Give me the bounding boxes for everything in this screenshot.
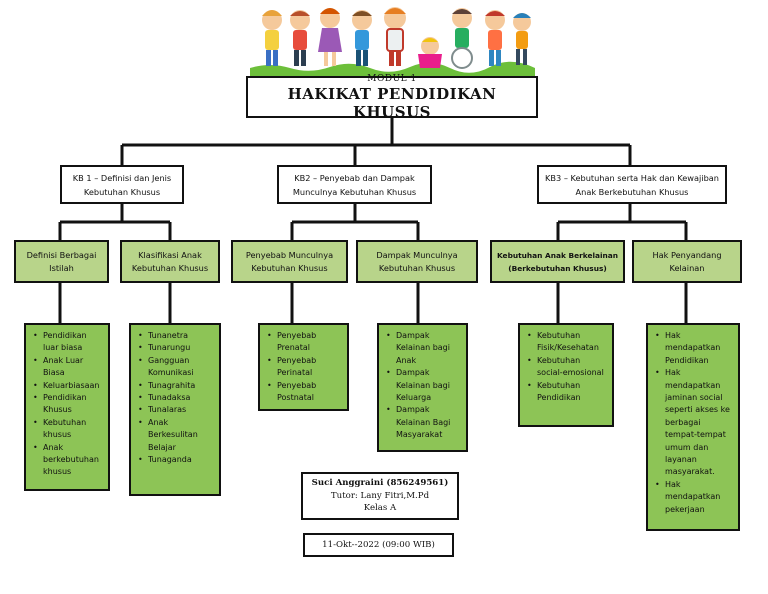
- detail-list: Tunanetra Tunarungu Gangguan Komunikasi …: [137, 330, 215, 467]
- list-item: Penyebab Perinatal: [266, 355, 343, 380]
- detail-list: Penyebab Prenatal Penyebab Perinatal Pen…: [266, 330, 343, 404]
- module-number: MODUL 1: [367, 73, 417, 84]
- list-item: Anak Luar Biasa: [32, 355, 104, 380]
- subtopic-dampak: Dampak Munculnya Kebutuhan Khusus: [356, 240, 478, 283]
- list-item: Gangguan Komunikasi: [137, 355, 215, 380]
- tutor-name: Tutor: Lany Fitri,M.Pd: [330, 490, 430, 501]
- author-name: Suci Anggraini (856249561): [311, 478, 449, 489]
- kb2-label: KB2 – Penyebab dan Dampak Munculnya Kebu…: [292, 172, 417, 197]
- list-item: Dampak Kelainan bagi Anak: [385, 330, 462, 367]
- list-item: Hak mendapatkan pekerjaan: [654, 479, 734, 516]
- list-item: Keluarbiasaan: [32, 380, 104, 393]
- author-info-box: Suci Anggraini (856249561) Tutor: Lany F…: [301, 472, 459, 520]
- detail-dampak: Dampak Kelainan bagi Anak Dampak Kelaina…: [377, 323, 468, 452]
- subtopic-label: Definisi Berbagai Istilah: [26, 249, 97, 273]
- kb1-label: KB 1 – Definisi dan Jenis Kebutuhan Khus…: [72, 172, 172, 197]
- list-item: Kebutuhan khusus: [32, 417, 104, 442]
- list-item: Hak mendapatkan jaminan social seperti a…: [654, 367, 734, 479]
- detail-kebutuhan-anak: Kebutuhan Fisik/Kesehatan Kebutuhan soci…: [518, 323, 614, 427]
- subtopic-label: Kebutuhan Anak Berkelainan (Berkebutuhan…: [496, 250, 619, 273]
- kb2-box: KB2 – Penyebab dan Dampak Munculnya Kebu…: [277, 165, 432, 204]
- list-item: Tunarungu: [137, 342, 215, 355]
- subtopic-penyebab: Penyebab Munculnya Kebutuhan Khusus: [231, 240, 348, 283]
- subtopic-klasifikasi: Klasifikasi Anak Kebutuhan Khusus: [120, 240, 220, 283]
- class-label: Kelas A: [363, 503, 397, 514]
- module-title-box: MODUL 1 HAKIKAT PENDIDIKAN KHUSUS: [246, 73, 538, 121]
- list-item: Anak berkebutuhan khusus: [32, 442, 104, 479]
- detail-list: Kebutuhan Fisik/Kesehatan Kebutuhan soci…: [526, 330, 608, 404]
- list-item: Kebutuhan Pendidikan: [526, 380, 608, 405]
- kb3-box: KB3 – Kebutuhan serta Hak dan Kewajiban …: [537, 165, 727, 204]
- detail-penyebab: Penyebab Prenatal Penyebab Perinatal Pen…: [258, 323, 349, 411]
- list-item: Pendidikan Khusus: [32, 392, 104, 417]
- list-item: Tunaganda: [137, 454, 215, 467]
- subtopic-label: Dampak Munculnya Kebutuhan Khusus: [376, 249, 458, 273]
- date-box: 11-Okt--2022 (09:00 WIB): [303, 533, 454, 557]
- list-item: Tunagrahita: [137, 380, 215, 393]
- list-item: Tunadaksa: [137, 392, 215, 405]
- detail-list: Hak mendapatkan Pendidikan Hak mendapatk…: [654, 330, 734, 516]
- list-item: Hak mendapatkan Pendidikan: [654, 330, 734, 367]
- module-title: HAKIKAT PENDIDIKAN KHUSUS: [287, 84, 497, 121]
- list-item: Dampak Kelainan bagi Keluarga: [385, 367, 462, 404]
- subtopic-label: Hak Penyandang Kelainan: [652, 249, 722, 273]
- kb1-box: KB 1 – Definisi dan Jenis Kebutuhan Khus…: [60, 165, 184, 204]
- subtopic-definisi: Definisi Berbagai Istilah: [14, 240, 109, 283]
- subtopic-hak: Hak Penyandang Kelainan: [632, 240, 742, 283]
- detail-klasifikasi: Tunanetra Tunarungu Gangguan Komunikasi …: [129, 323, 221, 496]
- list-item: Penyebab Postnatal: [266, 380, 343, 405]
- list-item: Kebutuhan Fisik/Kesehatan: [526, 330, 608, 355]
- detail-definisi: Pendidikan luar biasa Anak Luar Biasa Ke…: [24, 323, 110, 491]
- detail-list: Pendidikan luar biasa Anak Luar Biasa Ke…: [32, 330, 104, 479]
- list-item: Pendidikan luar biasa: [32, 330, 104, 355]
- subtopic-kebutuhan-anak: Kebutuhan Anak Berkelainan (Berkebutuhan…: [490, 240, 625, 283]
- kb3-label: KB3 – Kebutuhan serta Hak dan Kewajiban …: [545, 172, 719, 197]
- list-item: Anak Berkesulitan Belajar: [137, 417, 215, 454]
- list-item: Kebutuhan social-emosional: [526, 355, 608, 380]
- subtopic-label: Penyebab Munculnya Kebutuhan Khusus: [245, 249, 334, 273]
- subtopic-label: Klasifikasi Anak Kebutuhan Khusus: [131, 249, 209, 273]
- children-illustration-icon: [250, 7, 535, 76]
- detail-hak: Hak mendapatkan Pendidikan Hak mendapatk…: [646, 323, 740, 531]
- list-item: Dampak Kelainan Bagi Masyarakat: [385, 404, 462, 441]
- detail-list: Dampak Kelainan bagi Anak Dampak Kelaina…: [385, 330, 462, 442]
- list-item: Penyebab Prenatal: [266, 330, 343, 355]
- date-label: 11-Okt--2022 (09:00 WIB): [322, 540, 435, 550]
- list-item: Tunanetra: [137, 330, 215, 343]
- list-item: Tunalaras: [137, 404, 215, 417]
